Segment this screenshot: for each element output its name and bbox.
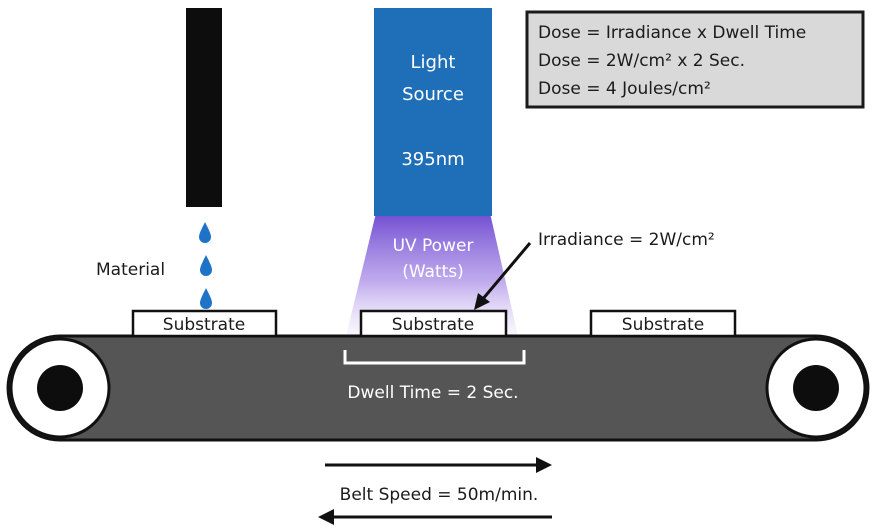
irradiance-arrow bbox=[480, 242, 532, 301]
left-roller-hub bbox=[37, 365, 83, 411]
conveyor-belt bbox=[6, 334, 870, 442]
substrate-label: Substrate bbox=[622, 315, 704, 335]
material-dispenser bbox=[186, 8, 222, 207]
substrate: Substrate bbox=[359, 309, 508, 338]
dose-formula-line2: Dose = 2W/cm² x 2 Sec. bbox=[538, 51, 745, 71]
droplet-icon bbox=[199, 222, 211, 243]
uv-power-label-line2: (Watts) bbox=[402, 262, 464, 282]
material-label: Material bbox=[96, 260, 165, 280]
irradiance-arrowhead bbox=[474, 293, 490, 310]
dwell-time-bracket bbox=[343, 350, 526, 365]
droplet-icon bbox=[200, 288, 212, 309]
substrate: Substrate bbox=[131, 309, 278, 338]
belt-speed-label: Belt Speed = 50m/min. bbox=[340, 485, 539, 505]
light-source-wavelength: 395nm bbox=[401, 149, 464, 170]
light-source-label-line2: Source bbox=[402, 84, 464, 105]
substrate-label: Substrate bbox=[163, 315, 245, 335]
material-droplets bbox=[199, 222, 212, 309]
dwell-time-label: Dwell Time = 2 Sec. bbox=[347, 383, 518, 403]
substrate: Substrate bbox=[589, 309, 737, 338]
dose-formula-box bbox=[525, 10, 865, 109]
irradiance-label: Irradiance = 2W/cm² bbox=[538, 230, 715, 250]
uv-power-beam bbox=[346, 213, 518, 336]
substrate-label: Substrate bbox=[392, 315, 474, 335]
uv-power-label-line1: UV Power bbox=[393, 236, 474, 256]
dose-formula-line1: Dose = Irradiance x Dwell Time bbox=[538, 23, 806, 43]
dose-formula-line3: Dose = 4 Joules/cm² bbox=[538, 79, 711, 99]
belt-return-arrowhead bbox=[318, 509, 334, 525]
belt-forward-arrowhead bbox=[536, 457, 552, 473]
droplet-icon bbox=[200, 255, 212, 276]
light-source-label-line1: Light bbox=[411, 52, 456, 73]
light-source bbox=[374, 8, 492, 216]
right-roller-hub bbox=[793, 365, 839, 411]
